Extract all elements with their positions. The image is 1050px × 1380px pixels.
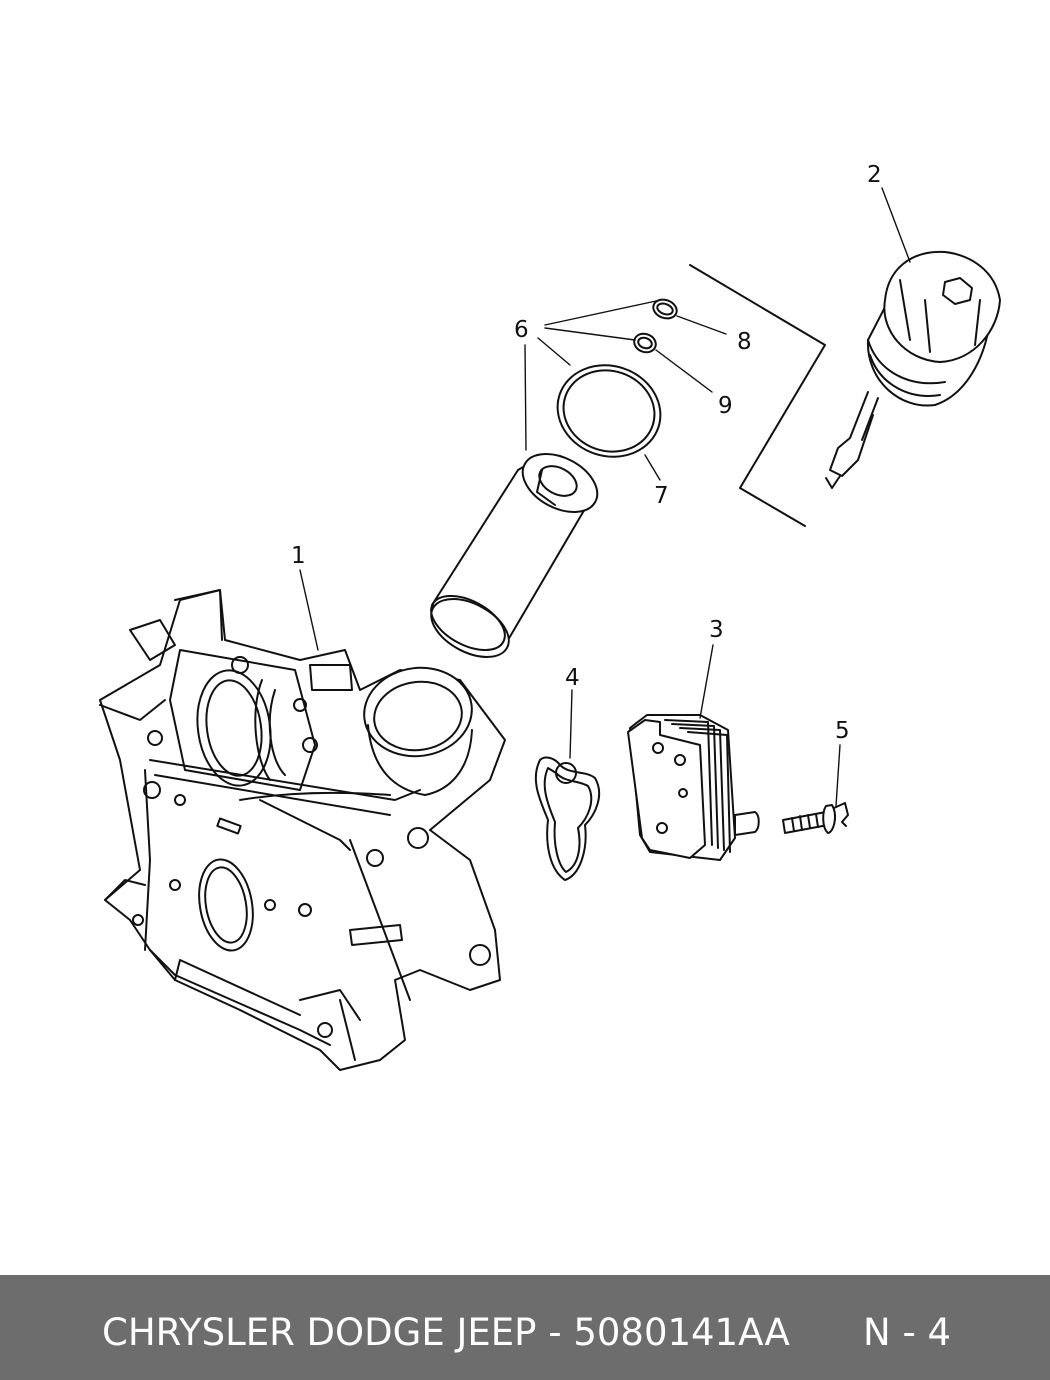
callout-5: 5 <box>835 718 850 744</box>
exploded-parts-diagram: 1 2 3 4 5 6 7 8 9 <box>99 162 1001 1071</box>
page-code: N - 4 <box>863 1311 952 1354</box>
callout-9: 9 <box>718 393 733 419</box>
callout-6: 6 <box>514 317 529 343</box>
part-4-gasket <box>534 756 601 881</box>
callout-8: 8 <box>737 329 752 355</box>
callout-2: 2 <box>867 162 882 188</box>
part-1-timing-cover <box>99 589 506 1071</box>
part-3-oil-cooler <box>627 714 760 861</box>
callout-numbers: 1 2 3 4 5 6 7 8 9 <box>291 162 882 744</box>
part-7-large-o-ring <box>556 364 662 458</box>
callout-7: 7 <box>654 483 669 509</box>
part-8-small-seal <box>652 298 678 320</box>
part-9-small-seal <box>633 332 657 354</box>
part-5-bolt <box>782 802 849 834</box>
leader-lines <box>299 187 911 807</box>
callout-3: 3 <box>709 617 724 643</box>
footer-bar: CHRYSLER DODGE JEEP - 5080141AA N - 4 <box>0 1275 1050 1380</box>
part-2-filter-cap <box>689 250 1001 527</box>
part-number-title: CHRYSLER DODGE JEEP - 5080141AA <box>102 1311 790 1354</box>
callout-4: 4 <box>565 665 580 691</box>
callout-1: 1 <box>291 543 306 569</box>
filter-element <box>430 453 599 658</box>
